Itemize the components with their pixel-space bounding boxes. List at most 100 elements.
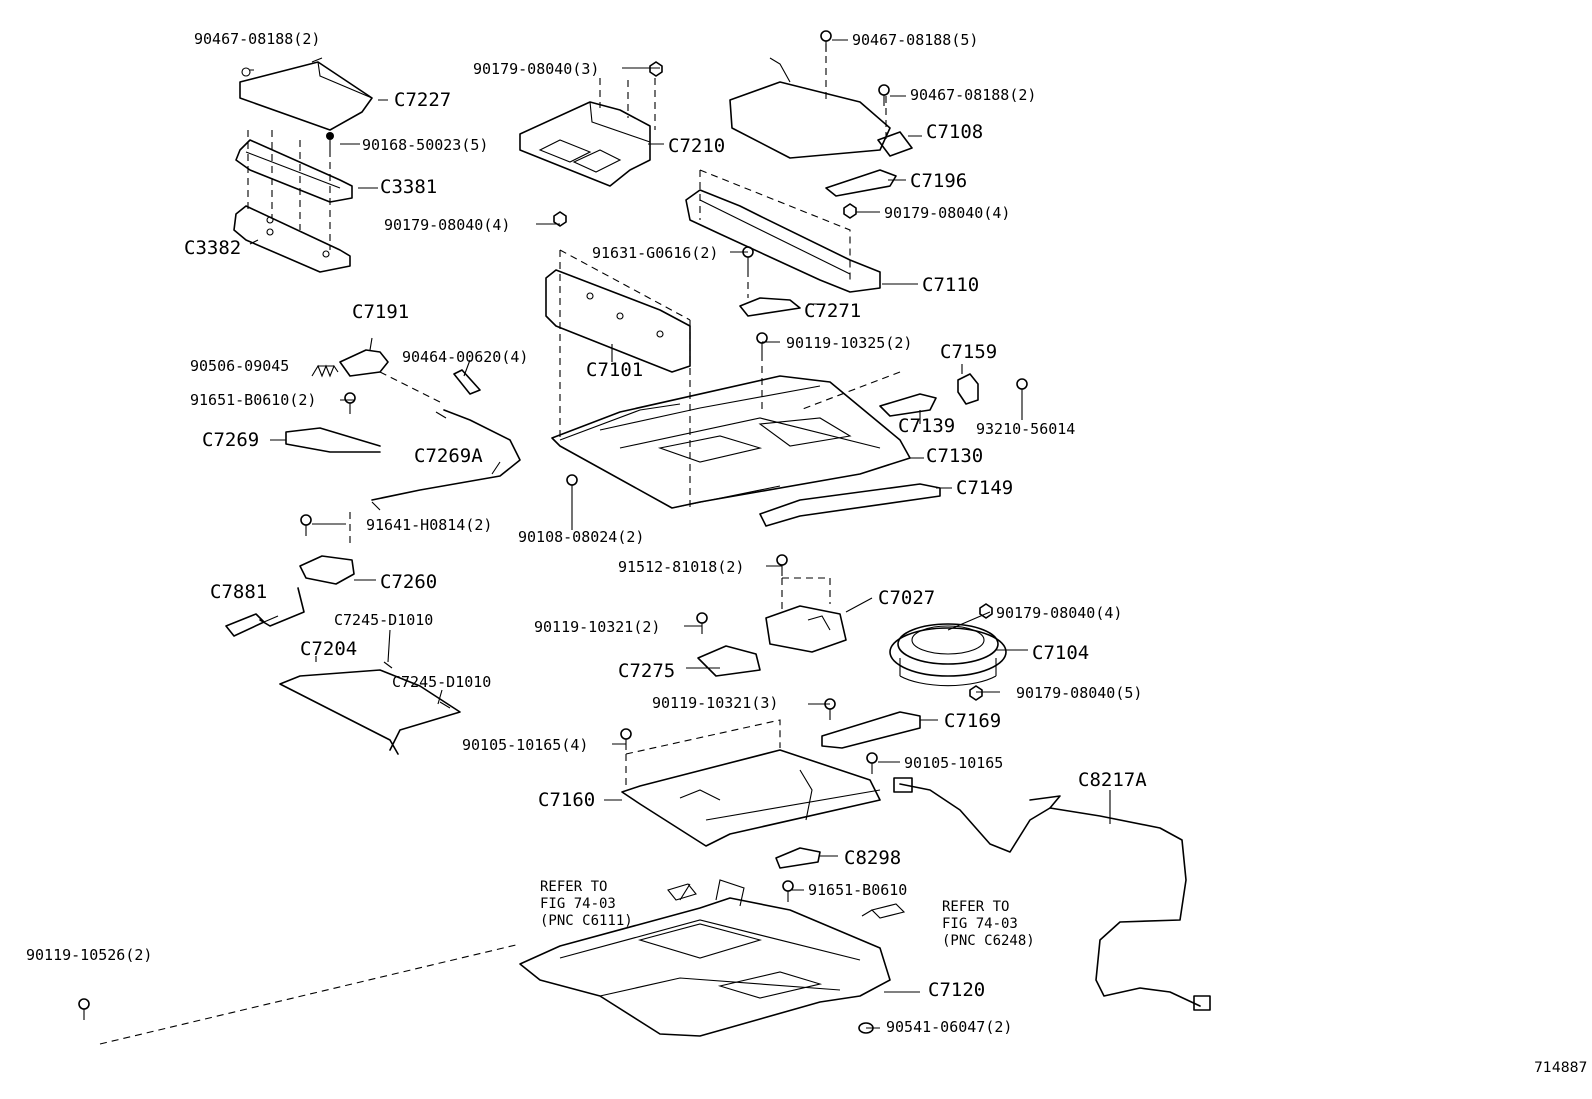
- label-c3381: C3381: [380, 176, 437, 198]
- label-c7271: C7271: [804, 300, 861, 322]
- refer-left-line2: FIG 74-03: [540, 896, 616, 912]
- cover-c7108-drawing: [729, 57, 891, 159]
- label-c3382: C3382: [184, 237, 241, 259]
- label-c7269a: C7269A: [414, 445, 483, 467]
- label-90541-06047: 90541-06047(2): [886, 1018, 1012, 1036]
- nut-90179-icon: [649, 61, 663, 77]
- label-c7149: C7149: [956, 477, 1013, 499]
- plate-c7196-drawing: [825, 169, 897, 197]
- bolt-90119-base-icon: [78, 998, 90, 1020]
- bolt-90105-right-icon: [866, 752, 878, 774]
- nut-90179-mid-icon: [553, 211, 567, 227]
- bolt-90108-icon: [566, 474, 578, 496]
- label-90105-10165: 90105-10165: [904, 754, 1003, 772]
- frame-c7101-drawing: [545, 269, 691, 373]
- label-91641-h0814: 91641-H0814(2): [366, 516, 492, 534]
- label-90119-10321-two: 90119-10321(2): [534, 618, 660, 636]
- bracket-c7275-drawing: [697, 645, 761, 677]
- label-c7108: C7108: [926, 121, 983, 143]
- label-90467-08188-right: 90467-08188(2): [910, 86, 1036, 104]
- nut-90179-right-icon: [843, 203, 857, 219]
- rail-c7169-drawing: [821, 711, 921, 749]
- bolt-91651-lower-icon: [782, 880, 794, 902]
- label-93210-56014: 93210-56014: [976, 420, 1075, 438]
- label-c7169: C7169: [944, 710, 1001, 732]
- label-90108-08024: 90108-08024(2): [518, 528, 644, 546]
- refer-right-line3: (PNC C6248): [942, 933, 1035, 949]
- label-c7245-d1010-lower: C7245-D1010: [392, 673, 491, 691]
- bolt-93210-icon: [1016, 378, 1028, 400]
- label-c7275: C7275: [618, 660, 675, 682]
- label-90105-10165-four: 90105-10165(4): [462, 736, 588, 754]
- bolt-90467-upper-icon: [820, 30, 832, 52]
- label-c7204: C7204: [300, 638, 357, 660]
- bracket-c8298-drawing: [775, 847, 821, 869]
- label-c7130: C7130: [926, 445, 983, 467]
- label-90168-50023: 90168-50023(5): [362, 136, 488, 154]
- label-90179-08040-top: 90179-08040(3): [473, 60, 599, 78]
- bolt-90168-icon: [326, 132, 334, 150]
- base-frame-c7120-drawing: [519, 879, 891, 1037]
- label-c7110: C7110: [922, 274, 979, 296]
- bracket-c7210-drawing: [519, 101, 651, 187]
- bracket-c7110-drawing: [685, 189, 881, 293]
- trim-c3382-drawing: [233, 205, 351, 273]
- refer-left-line1: REFER TO: [540, 879, 607, 895]
- bolt-90119-rail-icon: [756, 332, 768, 354]
- bolt-90105-left-icon: [620, 728, 632, 750]
- cover-c7227-drawing: [239, 61, 373, 131]
- label-91651-b0610-lower: 91651-B0610: [808, 881, 907, 899]
- label-90179-08040-ring-lower: 90179-08040(5): [1016, 684, 1142, 702]
- ref-tab-left-drawing: [667, 883, 697, 901]
- trim-c3381-drawing: [235, 139, 353, 203]
- bracket-c7159-drawing: [957, 373, 979, 405]
- spring-90506-icon: [311, 364, 339, 378]
- label-91631-g0616: 91631-G0616(2): [592, 244, 718, 262]
- bolt-91651-left-icon: [344, 392, 356, 414]
- bracket-c7108-small-drawing: [877, 131, 913, 157]
- nut-90179-ring-lower-icon: [969, 685, 983, 701]
- nut-90179-ring-upper-icon: [979, 603, 993, 619]
- label-c7245-d1010-upper: C7245-D1010: [334, 611, 433, 629]
- bolt-91631-icon: [742, 246, 754, 270]
- label-90119-10321-three: 90119-10321(3): [652, 694, 778, 712]
- swivel-ring-c7104-drawing: [889, 623, 1007, 687]
- label-c7027: C7027: [878, 587, 935, 609]
- label-90179-08040-mid: 90179-08040(4): [384, 216, 510, 234]
- label-c7139: C7139: [898, 415, 955, 437]
- bracket-c7191-drawing: [339, 349, 389, 377]
- base-plate-c7160-drawing: [621, 749, 881, 847]
- label-c7191: C7191: [352, 301, 409, 323]
- label-c7104: C7104: [1032, 642, 1089, 664]
- refer-right-line2: FIG 74-03: [942, 916, 1018, 932]
- bolt-91641-icon: [300, 514, 312, 536]
- refer-left-line3: (PNC C6111): [540, 913, 633, 929]
- label-90119-10526: 90119-10526(2): [26, 946, 152, 964]
- bolt-90119-small-icon: [696, 612, 708, 634]
- bracket-c7027-drawing: [765, 605, 847, 653]
- label-c7120: C7120: [928, 979, 985, 1001]
- bracket-c7271-drawing: [739, 297, 801, 317]
- lever-bracket-c7260-drawing: [259, 555, 355, 627]
- label-c7159: C7159: [940, 341, 997, 363]
- illustration-id: 714887: [1534, 1060, 1587, 1076]
- bolt-90119-c7169-icon: [824, 698, 836, 720]
- label-c8217a: C8217A: [1078, 769, 1147, 791]
- label-91651-b0610-left: 91651-B0610(2): [190, 391, 316, 409]
- label-c7210: C7210: [668, 135, 725, 157]
- label-c7260: C7260: [380, 571, 437, 593]
- label-91512-81018: 91512-81018(2): [618, 558, 744, 576]
- label-90467-08188-topleft: 90467-08188(2): [194, 30, 320, 48]
- label-c7160: C7160: [538, 789, 595, 811]
- bolt-90467-mid-icon: [878, 84, 890, 106]
- cable-c7269-drawing: [285, 409, 521, 511]
- wire-harness-c8217a-drawing: [893, 777, 1211, 1011]
- label-c7227: C7227: [394, 89, 451, 111]
- plate-c7139-drawing: [879, 393, 937, 417]
- label-c7101: C7101: [586, 359, 643, 381]
- ref-tab-right-drawing: [870, 903, 906, 919]
- rail-assembly-c7130-drawing: [551, 375, 911, 509]
- label-90119-10325: 90119-10325(2): [786, 334, 912, 352]
- label-c7196: C7196: [910, 170, 967, 192]
